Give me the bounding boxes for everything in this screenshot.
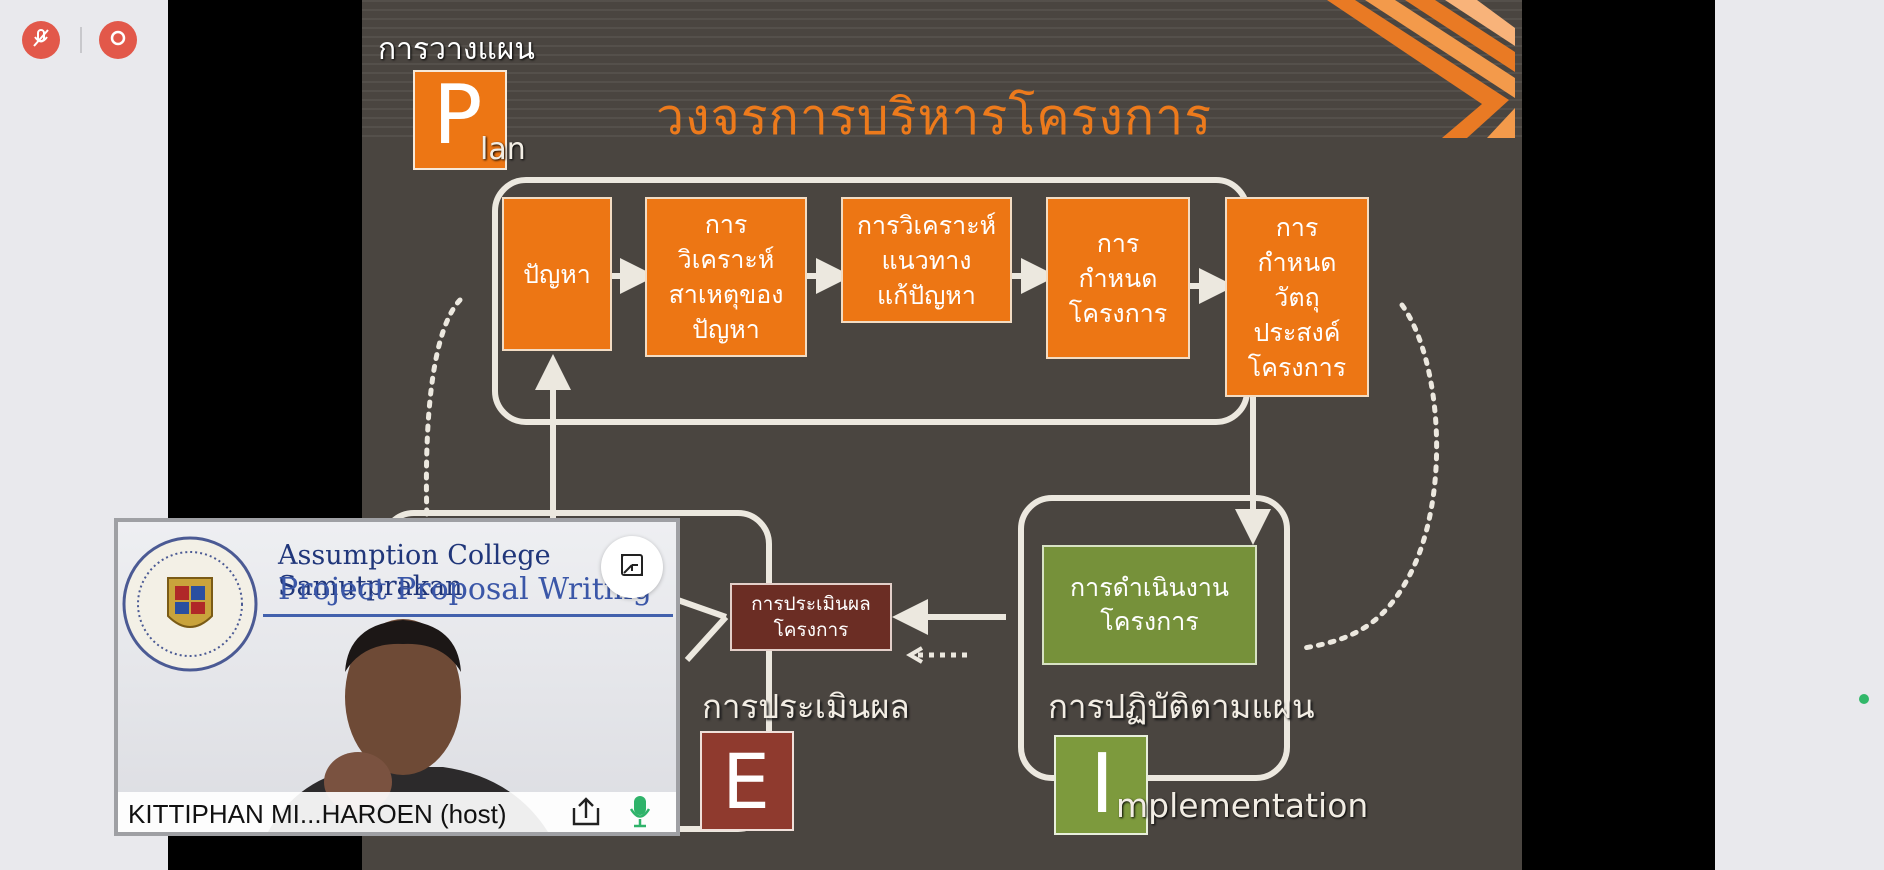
evaluation-label: การประเมินผล bbox=[702, 687, 910, 726]
step-cause-analysis: การ วิเคราะห์ สาเหตุของ ปัญหา bbox=[645, 197, 807, 357]
flow-arrows bbox=[423, 258, 1440, 664]
college-crest-icon bbox=[122, 536, 258, 672]
banner-line1: Assumption College Samutprakan bbox=[278, 540, 551, 602]
step-define-project: การ กำหนด โครงการ bbox=[1046, 197, 1190, 359]
plan-suffix: lan bbox=[480, 132, 526, 167]
control-divider bbox=[80, 27, 82, 53]
plan-heading: การวางแผน bbox=[378, 32, 535, 67]
eval-letter-box: E bbox=[700, 731, 794, 831]
share-icon[interactable] bbox=[568, 796, 604, 832]
implementation-group-outline bbox=[1018, 495, 1290, 781]
step-problem: ปัญหา bbox=[502, 197, 612, 351]
header-stripes bbox=[362, 0, 1522, 140]
participant-video-tile[interactable]: Assumption College Samutprakan Project P… bbox=[114, 518, 680, 836]
slide-title: วงจรการบริหารโครงการ bbox=[656, 88, 1213, 146]
evaluation-box: การประเมินผล โครงการ bbox=[730, 583, 892, 651]
implementation-label: การปฏิบัติตามแผน bbox=[1048, 687, 1315, 726]
status-indicator bbox=[1859, 694, 1869, 704]
record-button[interactable] bbox=[99, 21, 137, 59]
collapse-icon bbox=[618, 551, 646, 583]
participant-name-bar: KITTIPHAN MI...HAROEN (host) bbox=[118, 792, 676, 832]
banner-line2: Project Proposal Writing bbox=[278, 572, 652, 607]
eval-letter: E bbox=[722, 737, 771, 826]
mic-icon[interactable] bbox=[628, 794, 652, 832]
minimize-video-button[interactable] bbox=[601, 536, 663, 598]
step-objectives: การ กำหนด วัตถุ ประสงค์ โครงการ bbox=[1225, 197, 1369, 397]
shared-slide: การวางแผน วงจรการบริหารโครงการ P lan ปั bbox=[362, 0, 1522, 870]
impl-letter-box: I bbox=[1054, 735, 1148, 835]
plan-letter: P bbox=[433, 68, 483, 163]
right-margin bbox=[1715, 0, 1884, 870]
step-solution-analysis: การวิเคราะห์ แนวทาง แก้ปัญหา bbox=[841, 197, 1012, 323]
implementation-box: การดำเนินงาน โครงการ bbox=[1042, 545, 1257, 665]
record-icon bbox=[109, 29, 127, 51]
mic-off-icon bbox=[30, 27, 52, 53]
mute-button[interactable] bbox=[22, 21, 60, 59]
impl-suffix: mplementation bbox=[1116, 786, 1369, 825]
banner-rule bbox=[263, 614, 673, 617]
chevron-decoration-icon bbox=[1327, 0, 1515, 138]
impl-letter: I bbox=[1090, 737, 1115, 832]
participant-name: KITTIPHAN MI...HAROEN (host) bbox=[128, 799, 507, 829]
plan-letter-box: P bbox=[413, 68, 507, 170]
